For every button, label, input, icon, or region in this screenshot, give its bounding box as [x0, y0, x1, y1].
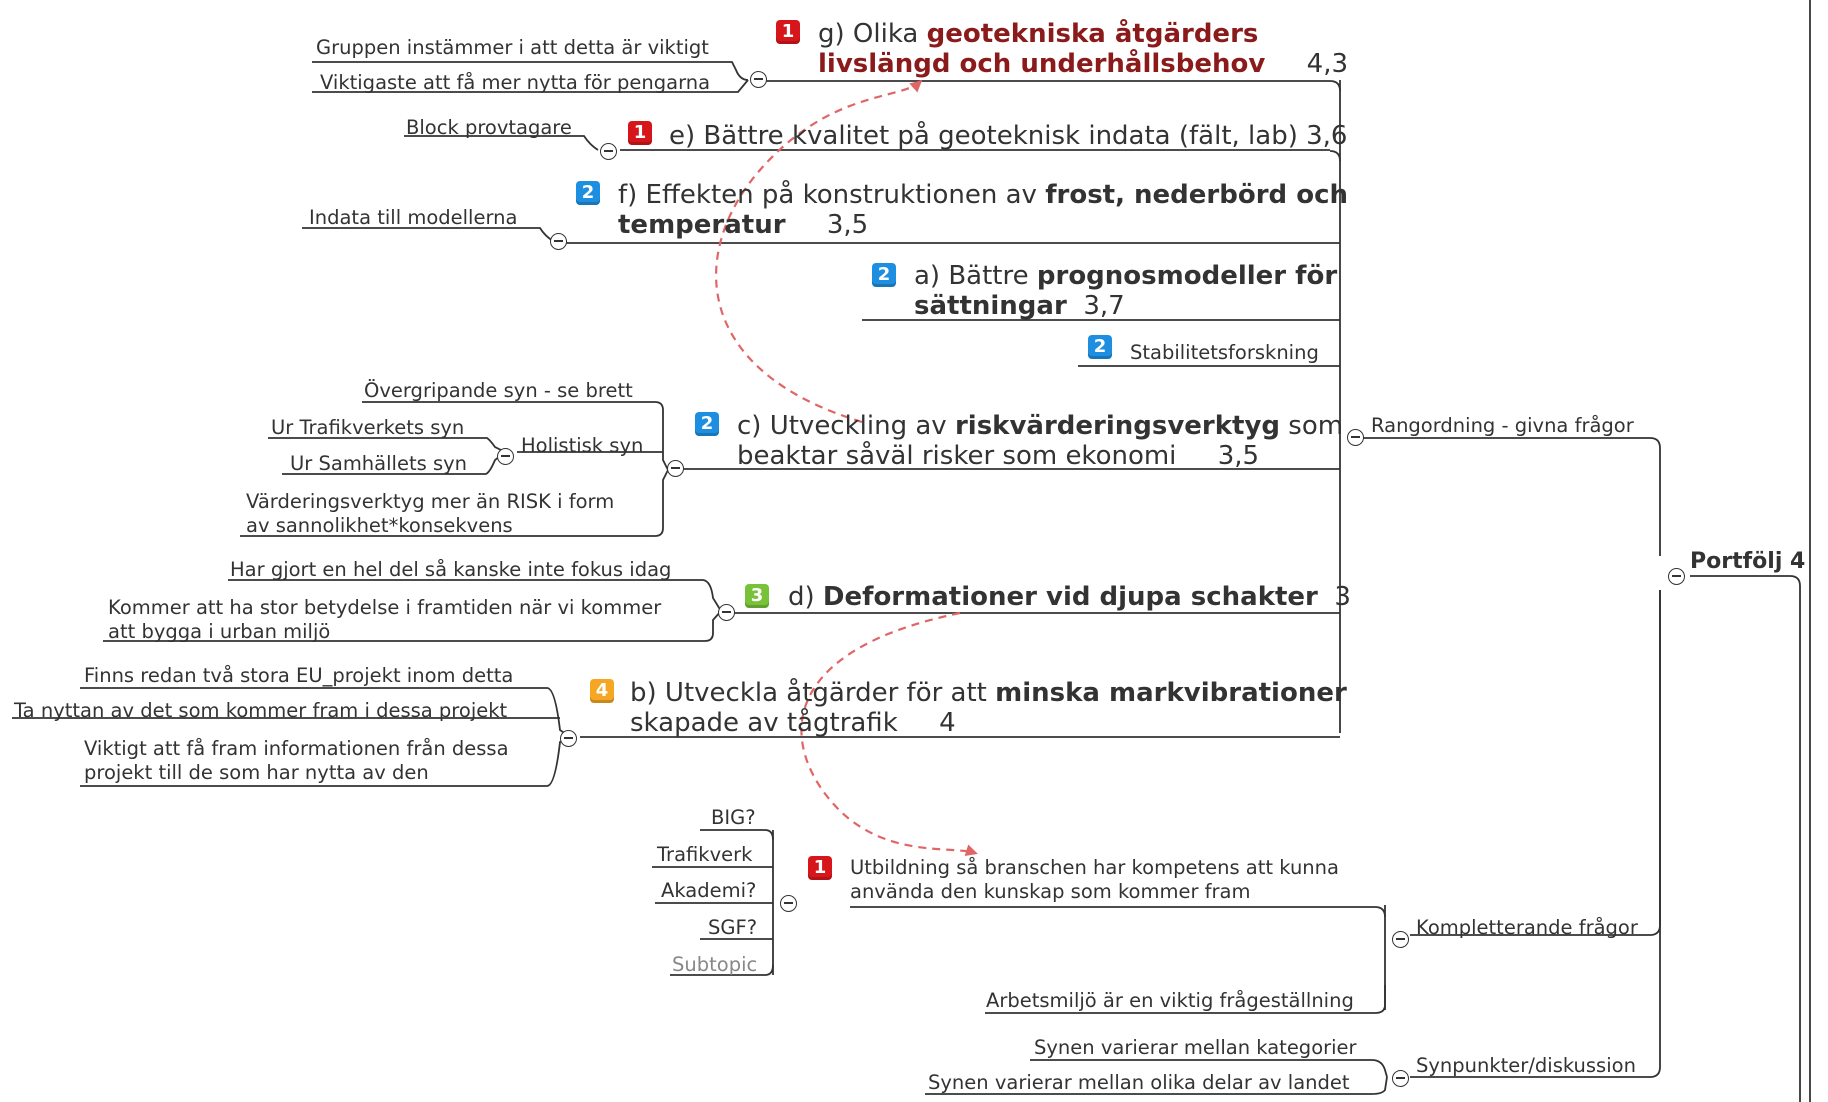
- topic-c-line-2: beaktar såväl risker som ekonomi: [737, 441, 1177, 471]
- priority-2-icon: 2: [576, 181, 600, 205]
- collapse-toggle-holistic[interactable]: [497, 448, 514, 465]
- topic-c-bold-1: riskvärderingsverktyg: [954, 411, 1281, 441]
- note-edu-big[interactable]: BIG?: [711, 806, 756, 829]
- topic-a-score: 3,7: [1083, 291, 1125, 321]
- note-b-3-line-2: projekt till de som har nytta av den: [84, 761, 429, 784]
- topic-d-prefix: d): [788, 582, 823, 612]
- note-views-1[interactable]: Synen varierar mellan kategorier: [1034, 1036, 1357, 1059]
- priority-2-icon: 2: [695, 412, 719, 436]
- topic-e[interactable]: e) Bättre kvalitet på geoteknisk indata …: [669, 121, 1348, 151]
- topic-g[interactable]: g) Olika geotekniska åtgärders livslängd…: [818, 19, 1348, 79]
- priority-4-icon: 4: [590, 679, 614, 703]
- collapse-toggle-ranking[interactable]: [1347, 429, 1364, 446]
- note-d-2-line-1: Kommer att ha stor betydelse i framtiden…: [108, 596, 662, 619]
- collapse-toggle-views[interactable]: [1392, 1070, 1409, 1087]
- note-edu-subtopic[interactable]: Subtopic: [672, 953, 758, 976]
- topic-a-prefix: a) Bättre: [914, 261, 1037, 291]
- branch-views[interactable]: Synpunkter/diskussion: [1416, 1054, 1636, 1077]
- priority-2-icon: 2: [872, 263, 896, 287]
- branch-ranking[interactable]: Rangordning - givna frågor: [1371, 414, 1634, 437]
- topic-stability[interactable]: Stabilitetsforskning: [1130, 341, 1319, 364]
- collapse-toggle-c[interactable]: [667, 460, 684, 477]
- priority-1-icon: 1: [628, 121, 652, 145]
- priority-3-icon: 3: [745, 584, 769, 608]
- note-views-2[interactable]: Synen varierar mellan olika delar av lan…: [928, 1071, 1350, 1094]
- note-d-2-line-2: att bygga i urban miljö: [108, 620, 331, 643]
- topic-d[interactable]: d) Deformationer vid djupa schakter 3: [788, 582, 1351, 612]
- topic-c-score: 3,5: [1217, 441, 1260, 471]
- topic-c-prefix: c) Utveckling av: [737, 411, 955, 441]
- topic-b-bold-1: minska markvibrationer: [995, 678, 1347, 708]
- topic-a-bold-1: prognosmodeller för: [1036, 261, 1338, 291]
- root-topic[interactable]: Portfölj 4: [1690, 549, 1806, 574]
- priority-1-icon: 1: [808, 856, 832, 880]
- relation-arrows: [715, 79, 978, 856]
- topic-a[interactable]: a) Bättre prognosmodeller för sättningar…: [914, 261, 1337, 321]
- note-edu-sgf[interactable]: SGF?: [708, 916, 758, 939]
- note-b-3-line-1: Viktigt att få fram informationen från d…: [84, 737, 509, 760]
- topic-f-prefix: f) Effekten på konstruktionen av: [618, 180, 1046, 210]
- note-c-valuation-1: Värderingsverktyg mer än RISK i form: [246, 490, 615, 513]
- topic-g-score: 4,3: [1306, 49, 1349, 79]
- topic-b[interactable]: b) Utveckla åtgärder för att minska mark…: [630, 678, 1347, 738]
- collapse-toggle-g[interactable]: [750, 71, 767, 88]
- note-c-society[interactable]: Ur Samhällets syn: [290, 452, 468, 475]
- topic-f[interactable]: f) Effekten på konstruktionen av frost, …: [618, 180, 1348, 240]
- topic-education-line-1: Utbildning så branschen har kompetens at…: [850, 856, 1339, 879]
- topic-c[interactable]: c) Utveckling av riskvärderingsverktyg s…: [737, 411, 1343, 471]
- note-g-2[interactable]: Viktigaste att få mer nytta för pengarna: [320, 71, 711, 94]
- branch-complementary[interactable]: Kompletterande frågor: [1416, 916, 1638, 939]
- topic-education-line-2: använda den kunskap som kommer fram: [850, 880, 1251, 903]
- topic-g-bold-1: geotekniska åtgärders: [926, 19, 1259, 49]
- topic-d-bold-1: Deformationer vid djupa schakter: [822, 582, 1318, 612]
- topic-education[interactable]: Utbildning så branschen har kompetens at…: [850, 856, 1339, 904]
- topic-f-bold-2: temperatur: [618, 210, 786, 240]
- collapse-toggle-complementary[interactable]: [1392, 931, 1409, 948]
- collapse-toggle-portfolio[interactable]: [1668, 568, 1685, 585]
- topic-d-score: 3: [1334, 582, 1351, 612]
- topic-b-score: 4: [939, 708, 956, 738]
- topic-work-environment[interactable]: Arbetsmiljö är en viktig frågeställning: [986, 989, 1354, 1012]
- note-d-1[interactable]: Har gjort en hel del så kanske inte foku…: [230, 558, 672, 581]
- topic-b-line-2: skapade av tågtrafik: [630, 708, 898, 738]
- branch-lines: [12, 0, 1811, 1102]
- collapse-toggle-d[interactable]: [718, 604, 735, 621]
- topic-b-prefix: b) Utveckla åtgärder för att: [630, 678, 996, 708]
- collapse-toggle-e[interactable]: [600, 143, 617, 160]
- topic-f-score: 3,5: [826, 210, 869, 240]
- note-f-1[interactable]: Indata till modellerna: [309, 206, 518, 229]
- topic-c-suffix: som: [1280, 411, 1344, 441]
- collapse-toggle-b[interactable]: [560, 730, 577, 747]
- note-b-2[interactable]: Ta nyttan av det som kommer fram i dessa…: [14, 699, 508, 722]
- note-c-trafikverket[interactable]: Ur Trafikverkets syn: [271, 416, 465, 439]
- note-edu-trafikverk[interactable]: Trafikverk: [657, 843, 753, 866]
- topic-a-bold-2: sättningar: [914, 291, 1067, 321]
- collapse-toggle-f[interactable]: [550, 233, 567, 250]
- topic-g-prefix: g) Olika: [818, 19, 927, 49]
- note-b-1[interactable]: Finns redan två stora EU_projekt inom de…: [84, 664, 514, 687]
- note-edu-akademi[interactable]: Akademi?: [661, 879, 757, 902]
- note-e-1[interactable]: Block provtagare: [406, 116, 572, 139]
- note-b-3[interactable]: Viktigt att få fram informationen från d…: [84, 737, 509, 785]
- note-d-2[interactable]: Kommer att ha stor betydelse i framtiden…: [108, 596, 661, 644]
- collapse-toggle-edu[interactable]: [780, 895, 797, 912]
- priority-1-icon: 1: [776, 20, 800, 44]
- note-g-1[interactable]: Gruppen instämmer i att detta är viktigt: [316, 36, 709, 59]
- topic-f-bold-1: frost, nederbörd och: [1045, 180, 1348, 210]
- note-c-overview[interactable]: Övergripande syn - se brett: [364, 379, 633, 402]
- topic-g-bold-2: livslängd och underhållsbehov: [818, 49, 1266, 79]
- priority-2-icon: 2: [1088, 335, 1112, 359]
- note-c-holistic[interactable]: Holistisk syn: [521, 434, 644, 457]
- note-c-valuation[interactable]: Värderingsverktyg mer än RISK i form av …: [246, 490, 614, 538]
- note-c-valuation-2: av sannolikhet*konsekvens: [246, 514, 513, 537]
